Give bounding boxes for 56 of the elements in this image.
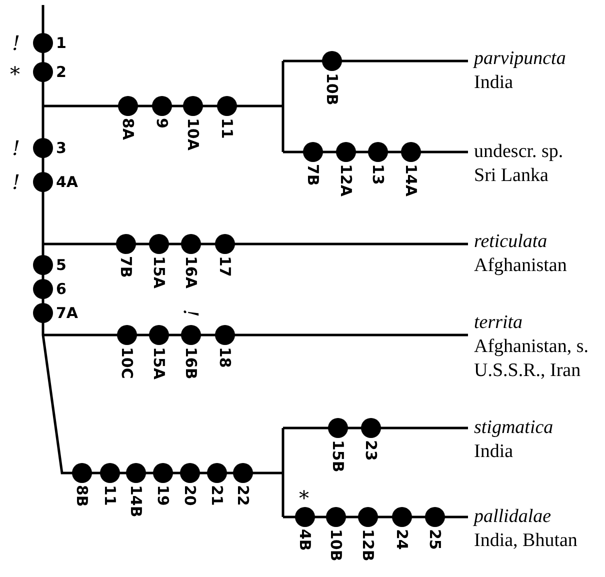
branch-line bbox=[283, 60, 468, 62]
character-number: 14B bbox=[128, 485, 144, 518]
character-number: 8A bbox=[120, 118, 136, 140]
taxon-label: reticulata Afghanistan bbox=[474, 230, 602, 278]
character-number: 9 bbox=[154, 118, 170, 128]
branch-line bbox=[283, 426, 468, 430]
branch-line bbox=[283, 516, 468, 518]
character-number: 15B bbox=[330, 440, 346, 472]
branch-line bbox=[283, 150, 468, 154]
taxon-label: parvipuncta India bbox=[474, 47, 602, 95]
character-number: 15A bbox=[151, 347, 167, 380]
character-number: 12A bbox=[338, 164, 354, 196]
character-number: 19 bbox=[155, 485, 171, 506]
character-number: 7A bbox=[56, 305, 78, 321]
character-number: 22 bbox=[235, 485, 251, 506]
taxon-label: pallidalae India, Bhutan bbox=[474, 505, 602, 553]
character-number: 2 bbox=[56, 64, 66, 80]
character-number: 20 bbox=[182, 485, 198, 506]
character-number: 10B bbox=[328, 529, 344, 562]
taxon-label: undescr. sp. Sri Lanka bbox=[474, 140, 602, 188]
taxon-label: territa Afghanistan, s. U.S.S.R., Iran bbox=[474, 311, 602, 383]
character-number: 10B bbox=[324, 73, 340, 106]
character-number: 16A bbox=[183, 256, 199, 288]
branch-line bbox=[43, 334, 468, 336]
character-number: 8B bbox=[74, 485, 90, 507]
character-number: 17 bbox=[217, 256, 233, 277]
character-number: 5 bbox=[56, 257, 66, 273]
symbol-mark: ! bbox=[12, 172, 20, 192]
character-number: 21 bbox=[209, 485, 225, 506]
character-number: 13 bbox=[370, 164, 386, 185]
character-number: 10A bbox=[185, 118, 201, 150]
symbol-mark: ! bbox=[181, 309, 201, 318]
character-number: 3 bbox=[56, 140, 66, 156]
symbol-mark: * bbox=[299, 488, 309, 508]
taxon-label: stigmatica India bbox=[474, 416, 602, 464]
character-number: 7B bbox=[305, 164, 321, 186]
branch-line bbox=[43, 242, 468, 246]
character-number: 11 bbox=[219, 118, 235, 139]
character-number: 11 bbox=[102, 485, 118, 506]
character-number: 1 bbox=[56, 35, 66, 51]
character-number: 24 bbox=[394, 529, 410, 550]
symbol-mark: * bbox=[10, 64, 20, 84]
character-number: 14A bbox=[403, 164, 419, 196]
symbol-mark: ! bbox=[12, 138, 20, 158]
character-number: 18 bbox=[217, 347, 233, 368]
character-number: 4A bbox=[56, 174, 78, 190]
symbol-mark: ! bbox=[12, 33, 20, 53]
character-number: 25 bbox=[427, 529, 443, 550]
character-number: 4B bbox=[297, 529, 313, 551]
character-number: 15A bbox=[151, 256, 167, 288]
character-number: 16B bbox=[183, 347, 199, 380]
character-number: 6 bbox=[56, 281, 66, 297]
character-number: 12B bbox=[360, 529, 376, 562]
character-number: 23 bbox=[363, 440, 379, 461]
character-number: 7B bbox=[118, 256, 134, 278]
character-number: 10C bbox=[119, 347, 135, 379]
